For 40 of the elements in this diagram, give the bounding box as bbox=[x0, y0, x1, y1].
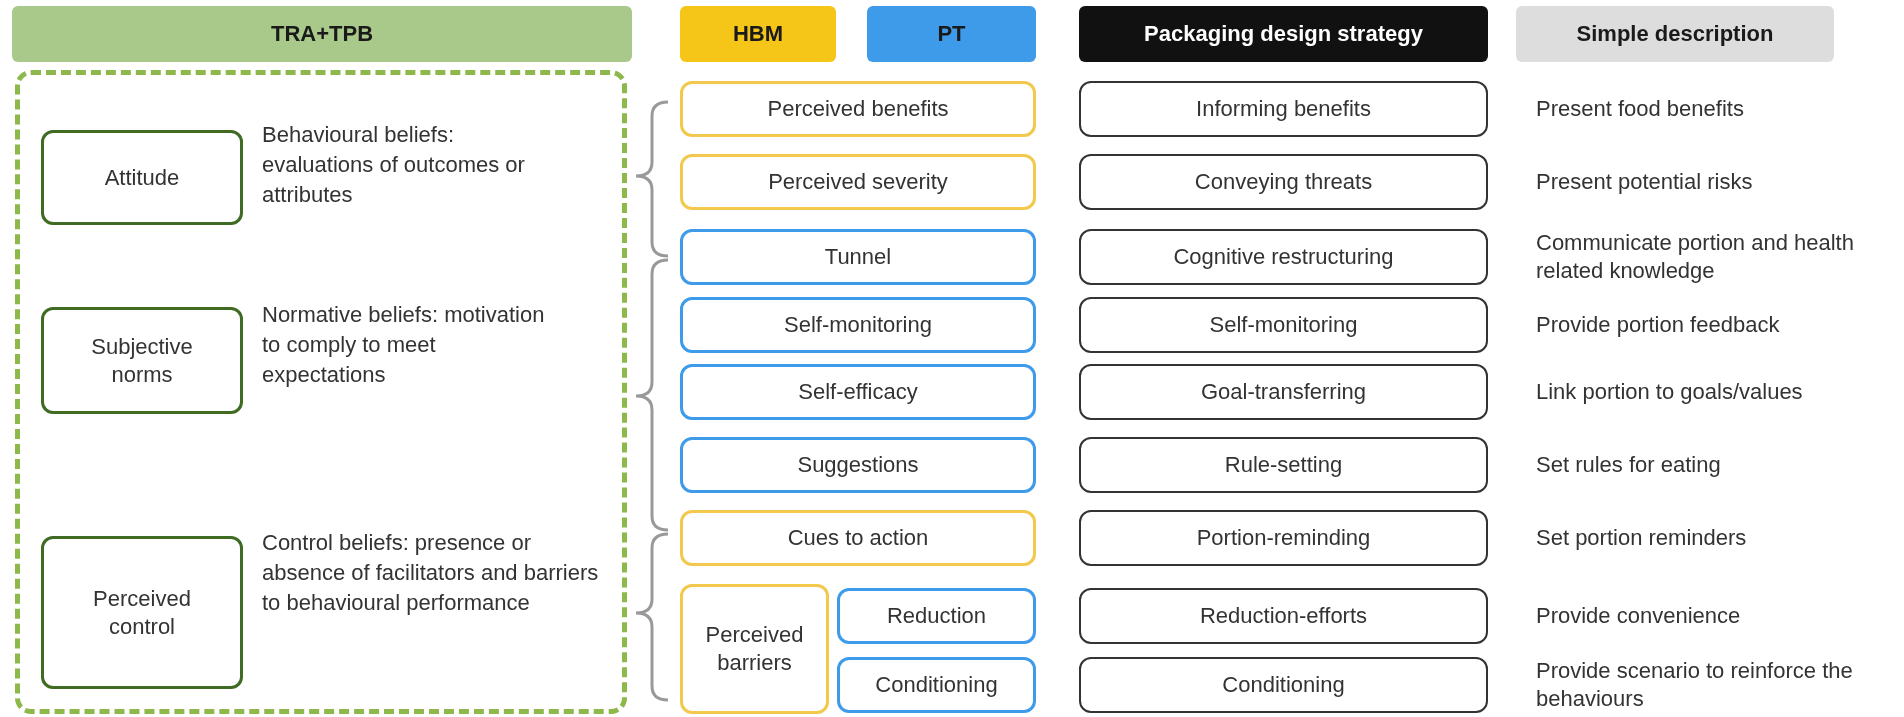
construct-box: Subjective norms bbox=[41, 307, 243, 414]
strategy-box: Portion-reminding bbox=[1079, 510, 1488, 566]
construct-box: Reduction bbox=[837, 588, 1036, 644]
simple-description: Present food benefits bbox=[1536, 95, 1745, 123]
dashed-group-box bbox=[15, 70, 627, 714]
construct-box: Self-monitoring bbox=[680, 297, 1036, 353]
simple-description: Present potential risks bbox=[1536, 168, 1754, 196]
belief-description: Control beliefs: presence or absence of facilitators and barriers to behavioural performance bbox=[262, 529, 600, 617]
construct-box: Conditioning bbox=[837, 657, 1036, 713]
header-bar: PT bbox=[867, 6, 1036, 62]
simple-description: Provide portion feedback bbox=[1536, 311, 1781, 339]
simple-description: Set rules for eating bbox=[1536, 451, 1722, 479]
strategy-box: Informing benefits bbox=[1079, 81, 1488, 137]
construct-box: Suggestions bbox=[680, 437, 1036, 493]
simple-description: Link portion to goals/values bbox=[1536, 378, 1804, 406]
construct-box: Self-efficacy bbox=[680, 364, 1036, 420]
header-bar: Packaging design strategy bbox=[1079, 6, 1488, 62]
strategy-box: Rule-setting bbox=[1079, 437, 1488, 493]
strategy-box: Reduction-efforts bbox=[1079, 588, 1488, 644]
simple-description: Provide convenience bbox=[1536, 602, 1742, 630]
construct-box: Perceived benefits bbox=[680, 81, 1036, 137]
construct-box: Attitude bbox=[41, 130, 243, 225]
construct-box: Perceived control bbox=[41, 536, 243, 689]
strategy-box: Cognitive restructuring bbox=[1079, 229, 1488, 285]
belief-description: Behavioural beliefs: evaluations of outcomes or attributes bbox=[262, 121, 526, 209]
header-bar: HBM bbox=[680, 6, 836, 62]
construct-box: Perceived severity bbox=[680, 154, 1036, 210]
strategy-box: Conveying threats bbox=[1079, 154, 1488, 210]
construct-box: Cues to action bbox=[680, 510, 1036, 566]
header-bar: TRA+TPB bbox=[12, 6, 632, 62]
header-bar: Simple description bbox=[1516, 6, 1834, 62]
construct-box: Perceived barriers bbox=[680, 584, 829, 714]
construct-box: Tunnel bbox=[680, 229, 1036, 285]
simple-description: Provide scenario to reinforce the behaviours bbox=[1536, 657, 1854, 713]
strategy-box: Conditioning bbox=[1079, 657, 1488, 713]
simple-description: Communicate portion and health related knowledge bbox=[1536, 229, 1855, 285]
strategy-box: Self-monitoring bbox=[1079, 297, 1488, 353]
belief-description: Normative beliefs: motivation to comply to meet expectations bbox=[262, 301, 546, 389]
simple-description: Set portion reminders bbox=[1536, 524, 1748, 552]
strategy-box: Goal-transferring bbox=[1079, 364, 1488, 420]
